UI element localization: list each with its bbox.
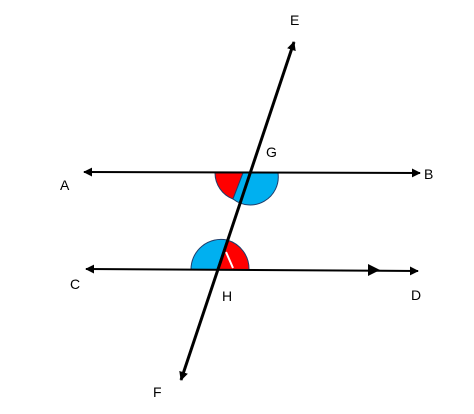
label-point-g: G	[266, 144, 277, 160]
label-point-e: E	[290, 12, 299, 28]
label-point-c: C	[70, 276, 80, 292]
line-cd-inner-arrow	[368, 264, 380, 276]
transversal-ef	[179, 41, 296, 381]
label-point-h: H	[222, 288, 232, 304]
label-point-b: B	[424, 166, 433, 182]
label-point-f: F	[153, 384, 162, 400]
label-point-d: D	[411, 287, 421, 303]
label-point-a: A	[60, 177, 70, 193]
